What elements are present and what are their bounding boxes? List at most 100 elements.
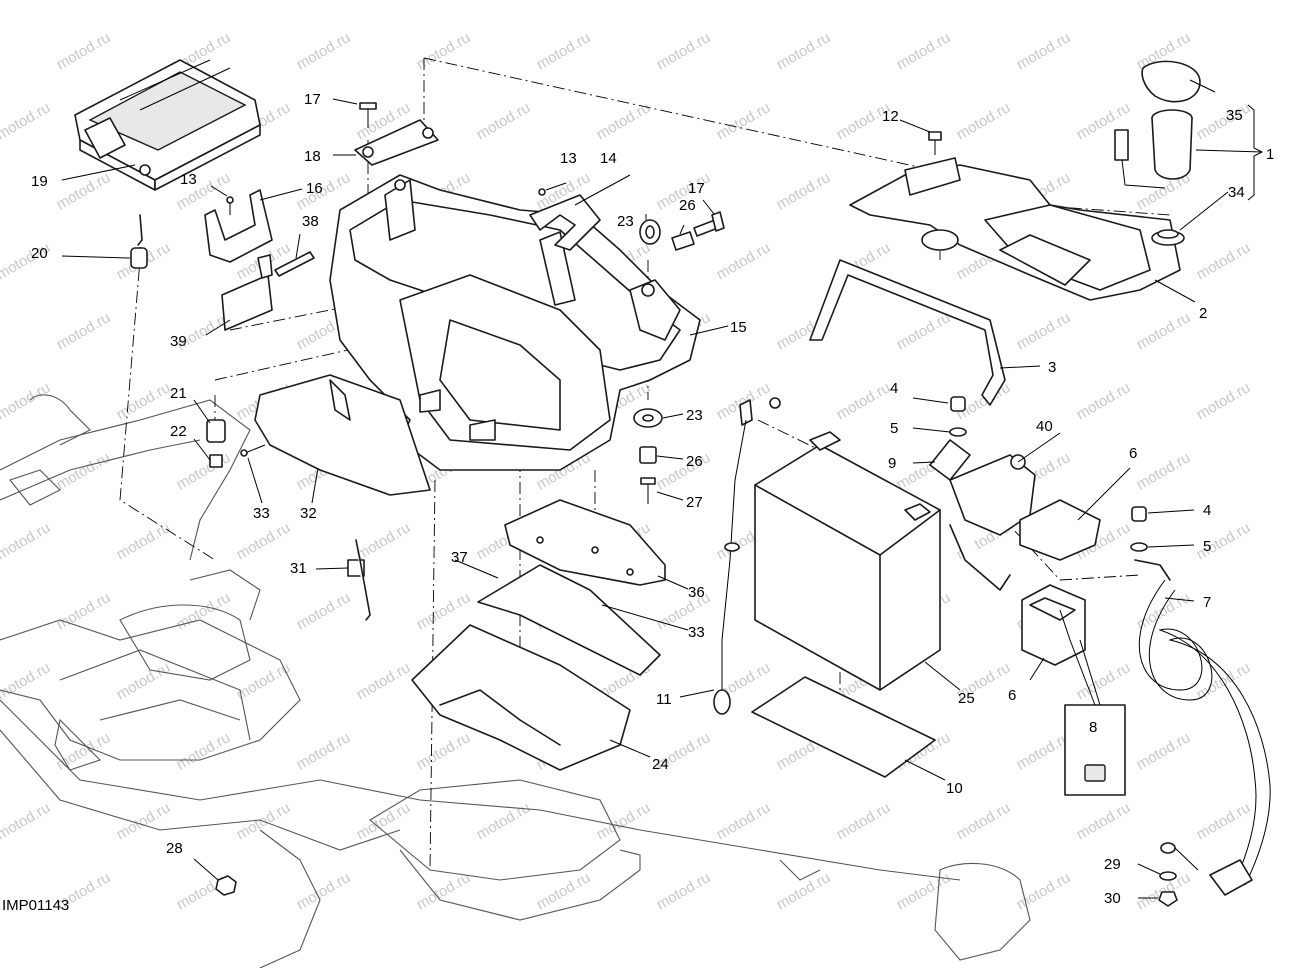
callout-15: 15 bbox=[730, 319, 747, 336]
watermark-text: motod.ru bbox=[114, 659, 174, 703]
spring-38 bbox=[274, 251, 315, 277]
watermark-text: motod.ru bbox=[1194, 799, 1254, 843]
watermark-text: motod.ru bbox=[1014, 29, 1074, 73]
watermark-text: motod.ru bbox=[114, 519, 174, 563]
watermark-text: motod.ru bbox=[894, 309, 954, 353]
callout-5-right: 5 bbox=[1203, 538, 1211, 555]
callout-18: 18 bbox=[304, 148, 321, 165]
socket-1 bbox=[1114, 109, 1193, 189]
watermark-text: motod.ru bbox=[1134, 449, 1194, 493]
callout-1: 1 bbox=[1266, 146, 1274, 163]
callout-28: 28 bbox=[166, 840, 183, 857]
callout-11: 11 bbox=[656, 691, 672, 708]
callout-labels: 35 1 34 2 3 12 4 5 9 40 6 4 5 7 6 8 25 1… bbox=[31, 91, 1274, 907]
watermark-text: motod.ru bbox=[714, 239, 774, 283]
strap-3 bbox=[809, 259, 1006, 406]
bracket-14 bbox=[529, 188, 601, 251]
watermark-text: motod.ru bbox=[54, 29, 114, 73]
grommet-23-top bbox=[639, 219, 661, 245]
cover-32 bbox=[254, 374, 431, 496]
pad-10 bbox=[751, 676, 936, 778]
watermark-text: motod.ru bbox=[774, 869, 834, 913]
watermark-text: motod.ru bbox=[714, 799, 774, 843]
watermark-text: motod.ru bbox=[234, 519, 294, 563]
callout-14: 14 bbox=[600, 150, 617, 167]
washer-5-mid bbox=[949, 427, 967, 437]
watermark-text: motod.ru bbox=[294, 29, 354, 73]
watermark-text: motod.ru bbox=[1134, 729, 1194, 773]
watermark-text: motod.ru bbox=[54, 309, 114, 353]
watermark-text: motod.ru bbox=[714, 99, 774, 143]
watermark-text: motod.ru bbox=[534, 29, 594, 73]
watermark-text: motod.ru bbox=[834, 379, 894, 423]
watermark-text: motod.ru bbox=[1074, 379, 1134, 423]
watermark-text: motod.ru bbox=[174, 729, 234, 773]
battery-tray-15 bbox=[329, 174, 701, 471]
cover-2 bbox=[849, 157, 1181, 301]
watermark-text: motod.ru bbox=[1074, 799, 1134, 843]
watermark-text: motod.ru bbox=[354, 519, 414, 563]
drawing-code: IMP01143 bbox=[2, 897, 69, 914]
watermark-text: motod.ru bbox=[774, 29, 834, 73]
fuse-inset-8 bbox=[1064, 704, 1126, 796]
callout-34: 34 bbox=[1228, 184, 1245, 201]
callout-30: 30 bbox=[1104, 890, 1121, 907]
grommet-20 bbox=[130, 214, 148, 269]
callout-9: 9 bbox=[888, 455, 896, 472]
callout-13-left: 13 bbox=[180, 171, 197, 188]
callout-26-bottom: 26 bbox=[686, 453, 703, 470]
screw-12 bbox=[928, 131, 942, 155]
watermark-text: motod.ru bbox=[1194, 239, 1254, 283]
callout-33-left: 33 bbox=[253, 505, 270, 522]
spacer-26-top bbox=[671, 231, 695, 251]
callout-26-top: 26 bbox=[679, 197, 696, 214]
watermark-text: motod.ru bbox=[654, 449, 714, 493]
grommet-21 bbox=[206, 419, 226, 443]
watermark-text: motod.ru bbox=[1194, 99, 1254, 143]
cable-7 bbox=[1134, 559, 1271, 896]
clip-9 bbox=[929, 439, 971, 481]
washer-5-right bbox=[1130, 542, 1148, 552]
callout-24: 24 bbox=[652, 756, 669, 773]
screw-17-left bbox=[359, 102, 377, 128]
callout-36: 36 bbox=[688, 584, 705, 601]
callout-35: 35 bbox=[1226, 107, 1243, 124]
watermark-text: motod.ru bbox=[354, 799, 414, 843]
pad-24 bbox=[411, 624, 631, 771]
watermark-text: motod.ru bbox=[0, 799, 53, 843]
bracket-16 bbox=[204, 189, 273, 263]
watermark-text: motod.ru bbox=[654, 869, 714, 913]
callout-4-right: 4 bbox=[1203, 502, 1211, 519]
watermark-text: motod.ru bbox=[1074, 659, 1134, 703]
callout-3: 3 bbox=[1048, 359, 1056, 376]
watermark-text: motod.ru bbox=[474, 799, 534, 843]
watermark-text: motod.ru bbox=[1134, 309, 1194, 353]
watermark-text: motod.ru bbox=[0, 99, 53, 143]
relay-cover-6 bbox=[1019, 499, 1101, 561]
plate-18 bbox=[354, 119, 439, 166]
grommet-23-bottom bbox=[633, 408, 663, 428]
watermark-text: motod.ru bbox=[54, 729, 114, 773]
callout-23-bottom: 23 bbox=[686, 407, 703, 424]
cable-11 bbox=[713, 397, 781, 715]
watermark-text: motod.ru bbox=[294, 869, 354, 913]
callout-40: 40 bbox=[1036, 418, 1053, 435]
bracket-39 bbox=[221, 254, 273, 331]
spacer-22 bbox=[209, 454, 223, 468]
callout-33-right: 33 bbox=[688, 624, 705, 641]
callout-31: 31 bbox=[290, 560, 307, 577]
callout-17-right: 17 bbox=[688, 180, 705, 197]
watermark-text: motod.ru bbox=[0, 519, 53, 563]
bracket-brace-1 bbox=[1247, 104, 1264, 201]
callout-23-top: 23 bbox=[617, 213, 634, 230]
spacer-26-bottom bbox=[639, 446, 657, 464]
watermark-text: motod.ru bbox=[414, 29, 474, 73]
watermark-text: motod.ru bbox=[594, 99, 654, 143]
callout-17-left: 17 bbox=[304, 91, 321, 108]
callout-2: 2 bbox=[1199, 305, 1207, 322]
watermark-text: motod.ru bbox=[114, 799, 174, 843]
callout-21: 21 bbox=[170, 385, 187, 402]
callout-6-bottom: 6 bbox=[1008, 687, 1016, 704]
callout-39: 39 bbox=[170, 333, 187, 350]
plate-36 bbox=[504, 499, 666, 586]
